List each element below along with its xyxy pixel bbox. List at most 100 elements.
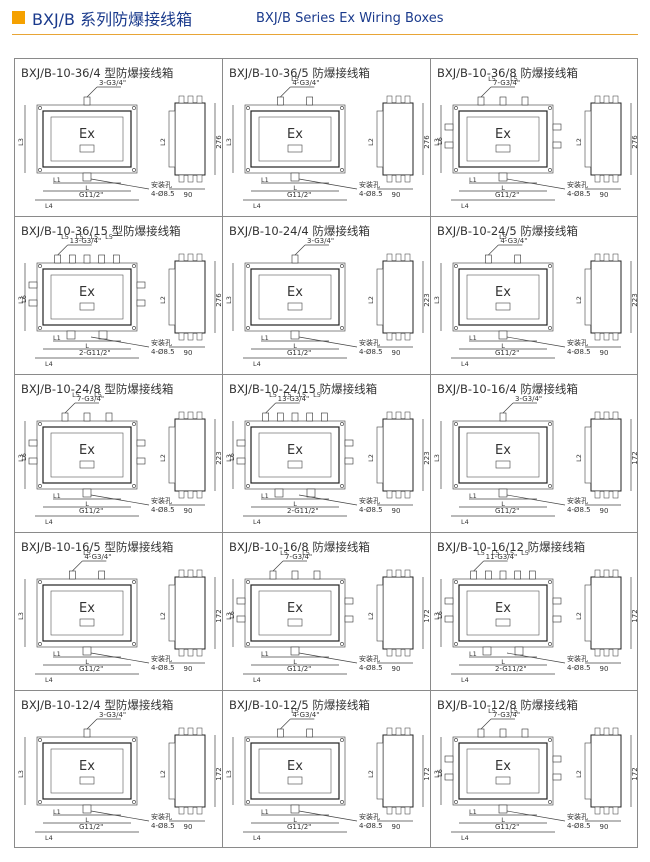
ex-mark: Ex [287,759,303,774]
side-body [174,576,206,650]
side-flange [168,110,176,168]
mount-hole-icon [454,800,458,804]
side-gland-icon [196,411,203,420]
nameplate [79,618,95,627]
cable-gland-icon [552,615,562,623]
holes-label: 4-Ø8.5 [151,348,175,356]
bottom-gland-icon [274,488,284,498]
side-gland-icon [603,253,610,262]
box-cover [50,116,124,162]
bottom-gland-icon [290,646,300,656]
dim-l6: L6 [20,453,28,461]
mount-hole-icon [38,106,42,110]
bottom-gland-icon [66,330,76,340]
dim-l5: L5 [105,233,113,241]
width-dim-label: 90 [392,507,401,515]
dim-l5: L5 [76,233,84,241]
side-gland-icon [386,490,393,499]
box-body [250,742,340,800]
mount-label: 安装孔 [151,180,172,189]
side-gland-icon [603,95,610,104]
cable-gland-icon [105,412,113,422]
entry-label: 3-G3/4" [99,79,126,87]
side-gland-icon [594,95,601,104]
side-body [174,418,206,492]
dim-l2: L2 [575,138,583,146]
side-gland-icon [612,490,619,499]
side-gland-icon [395,806,402,815]
mount-hole-icon [548,738,552,742]
side-gland-icon [594,253,601,262]
mount-hole-icon [246,642,250,646]
dim-l5: L5 [477,549,485,557]
side-gland-icon [178,253,185,262]
side-body [590,576,622,650]
height-dim-label: 223 [423,293,430,306]
product-title: BXJ/B-10-12/4 型防爆接线箱 [21,698,174,712]
height-dim-label: 276 [423,135,430,149]
leader-line [57,244,68,256]
cable-gland-icon [291,570,299,580]
ex-mark: Ex [287,127,303,142]
box-body [250,110,340,168]
bottom-gland-icon [514,646,524,656]
side-body [382,260,414,334]
cable-gland-icon [444,597,454,605]
box-body [458,426,548,484]
side-flange [168,584,176,642]
mount-hole-icon [132,168,136,172]
width-dim-label: 90 [600,507,609,515]
mount-label: 安装孔 [151,338,172,347]
mount-hole-icon [548,168,552,172]
side-gland-icon [187,95,194,104]
side-gland-icon [404,490,411,499]
side-flange [584,742,592,800]
bottom-gland-icon [98,330,108,340]
dim-l: L [501,816,505,824]
cable-gland-icon [521,96,529,106]
side-gland-icon [395,648,402,657]
mount-hole-icon [454,738,458,742]
cable-gland-icon [521,728,529,738]
cable-gland-icon [136,439,146,447]
height-dim-label: 276 [215,135,222,149]
cable-gland-icon [306,728,313,738]
side-gland-icon [178,490,185,499]
side-gland-icon [196,569,203,578]
cable-gland-icon [514,254,521,264]
bottom-gland-label: G11/2" [287,823,311,831]
cable-gland-icon [236,457,246,465]
side-gland-icon [603,411,610,420]
dim-l6: L6 [436,137,444,145]
side-gland-icon [395,727,402,736]
nameplate [287,302,303,311]
leader-line [506,336,566,348]
dim-l3: L3 [225,770,233,778]
side-gland-icon [603,727,610,736]
height-dim-label: 172 [423,767,430,780]
cable-gland-icon [113,254,120,264]
side-gland-icon [603,332,610,341]
bottom-gland-label: G11/2" [287,665,311,673]
mount-hole-icon [454,580,458,584]
side-gland-icon [196,806,203,815]
height-dim-label: 223 [423,451,430,464]
mount-hole-icon [548,106,552,110]
ex-mark: Ex [495,127,511,142]
dim-l: L [85,500,89,508]
dim-l3: L3 [17,138,25,146]
dim-l3: L3 [17,454,25,462]
box-cover [258,274,332,320]
